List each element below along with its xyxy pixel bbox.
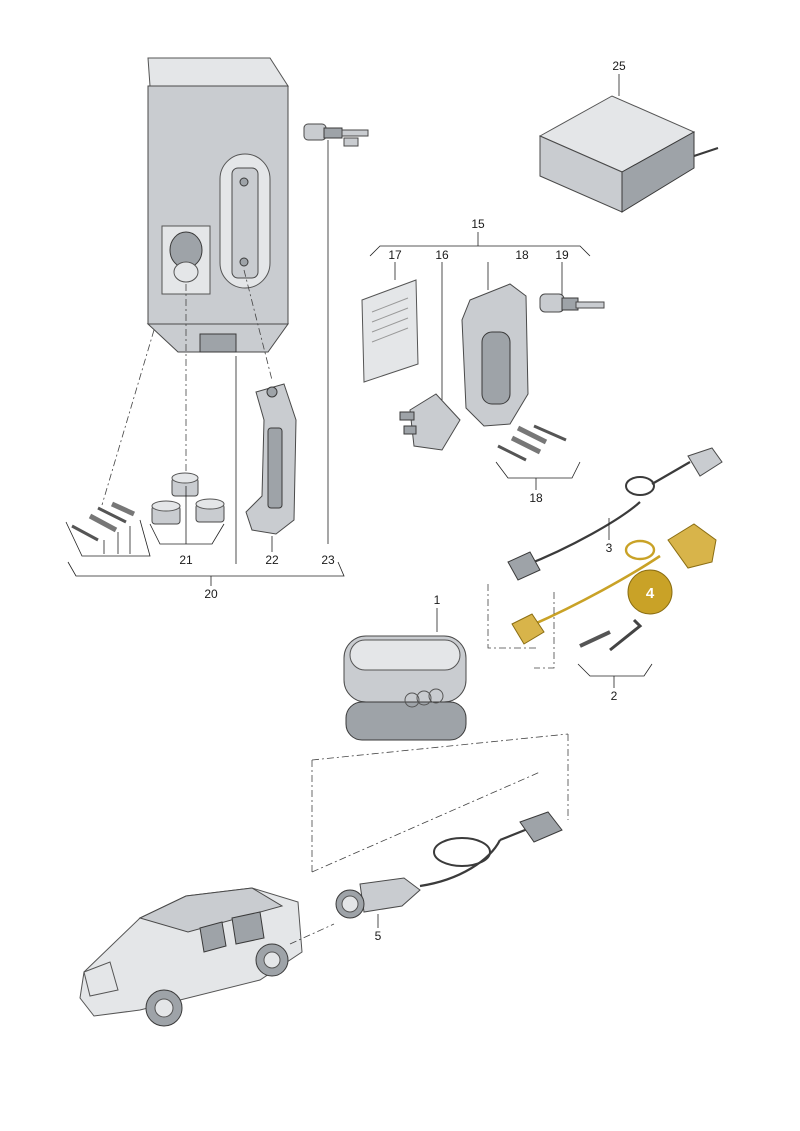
callout-3[interactable]: 3 [606, 541, 613, 555]
vehicle-suv [79, 887, 303, 1027]
callout-21[interactable]: 21 [179, 553, 193, 567]
charging-cable-5[interactable] [335, 811, 563, 919]
control-unit-1[interactable] [343, 635, 467, 741]
adapter-16[interactable] [399, 393, 461, 451]
charging-cable-3[interactable] [507, 447, 723, 581]
screws-18[interactable] [497, 424, 567, 462]
callout-4-badge[interactable] [627, 569, 673, 615]
callout-16[interactable]: 16 [435, 248, 449, 262]
wallbox-housing[interactable] [146, 57, 289, 353]
bolt-and-key-2[interactable] [579, 618, 643, 652]
nuts-21[interactable] [151, 472, 225, 525]
charging-cable-4-highlighted[interactable] [511, 523, 717, 645]
cable-holder-22[interactable] [245, 383, 297, 535]
callout-20[interactable]: 20 [204, 587, 218, 601]
callout-19[interactable]: 19 [555, 248, 569, 262]
callout-4[interactable]: 4 [646, 585, 655, 602]
callout-1[interactable]: 1 [434, 593, 441, 607]
callout-22[interactable]: 22 [265, 553, 279, 567]
lock-cylinder-23[interactable] [303, 123, 369, 147]
screws-and-dowels[interactable] [71, 501, 136, 542]
callout-18-top[interactable]: 18 [515, 248, 529, 262]
storage-case-25[interactable] [538, 95, 719, 213]
callout-18-bottom[interactable]: 18 [529, 491, 543, 505]
holder-18[interactable] [461, 283, 529, 427]
instruction-leaflet-17[interactable] [361, 279, 419, 383]
callout-15[interactable]: 15 [471, 217, 485, 231]
callout-23[interactable]: 23 [321, 553, 335, 567]
callout-17[interactable]: 17 [388, 248, 402, 262]
callout-2[interactable]: 2 [611, 689, 618, 703]
callout-25[interactable]: 25 [612, 59, 626, 73]
lock-cylinder-19[interactable] [539, 293, 605, 313]
callout-5[interactable]: 5 [375, 929, 382, 943]
